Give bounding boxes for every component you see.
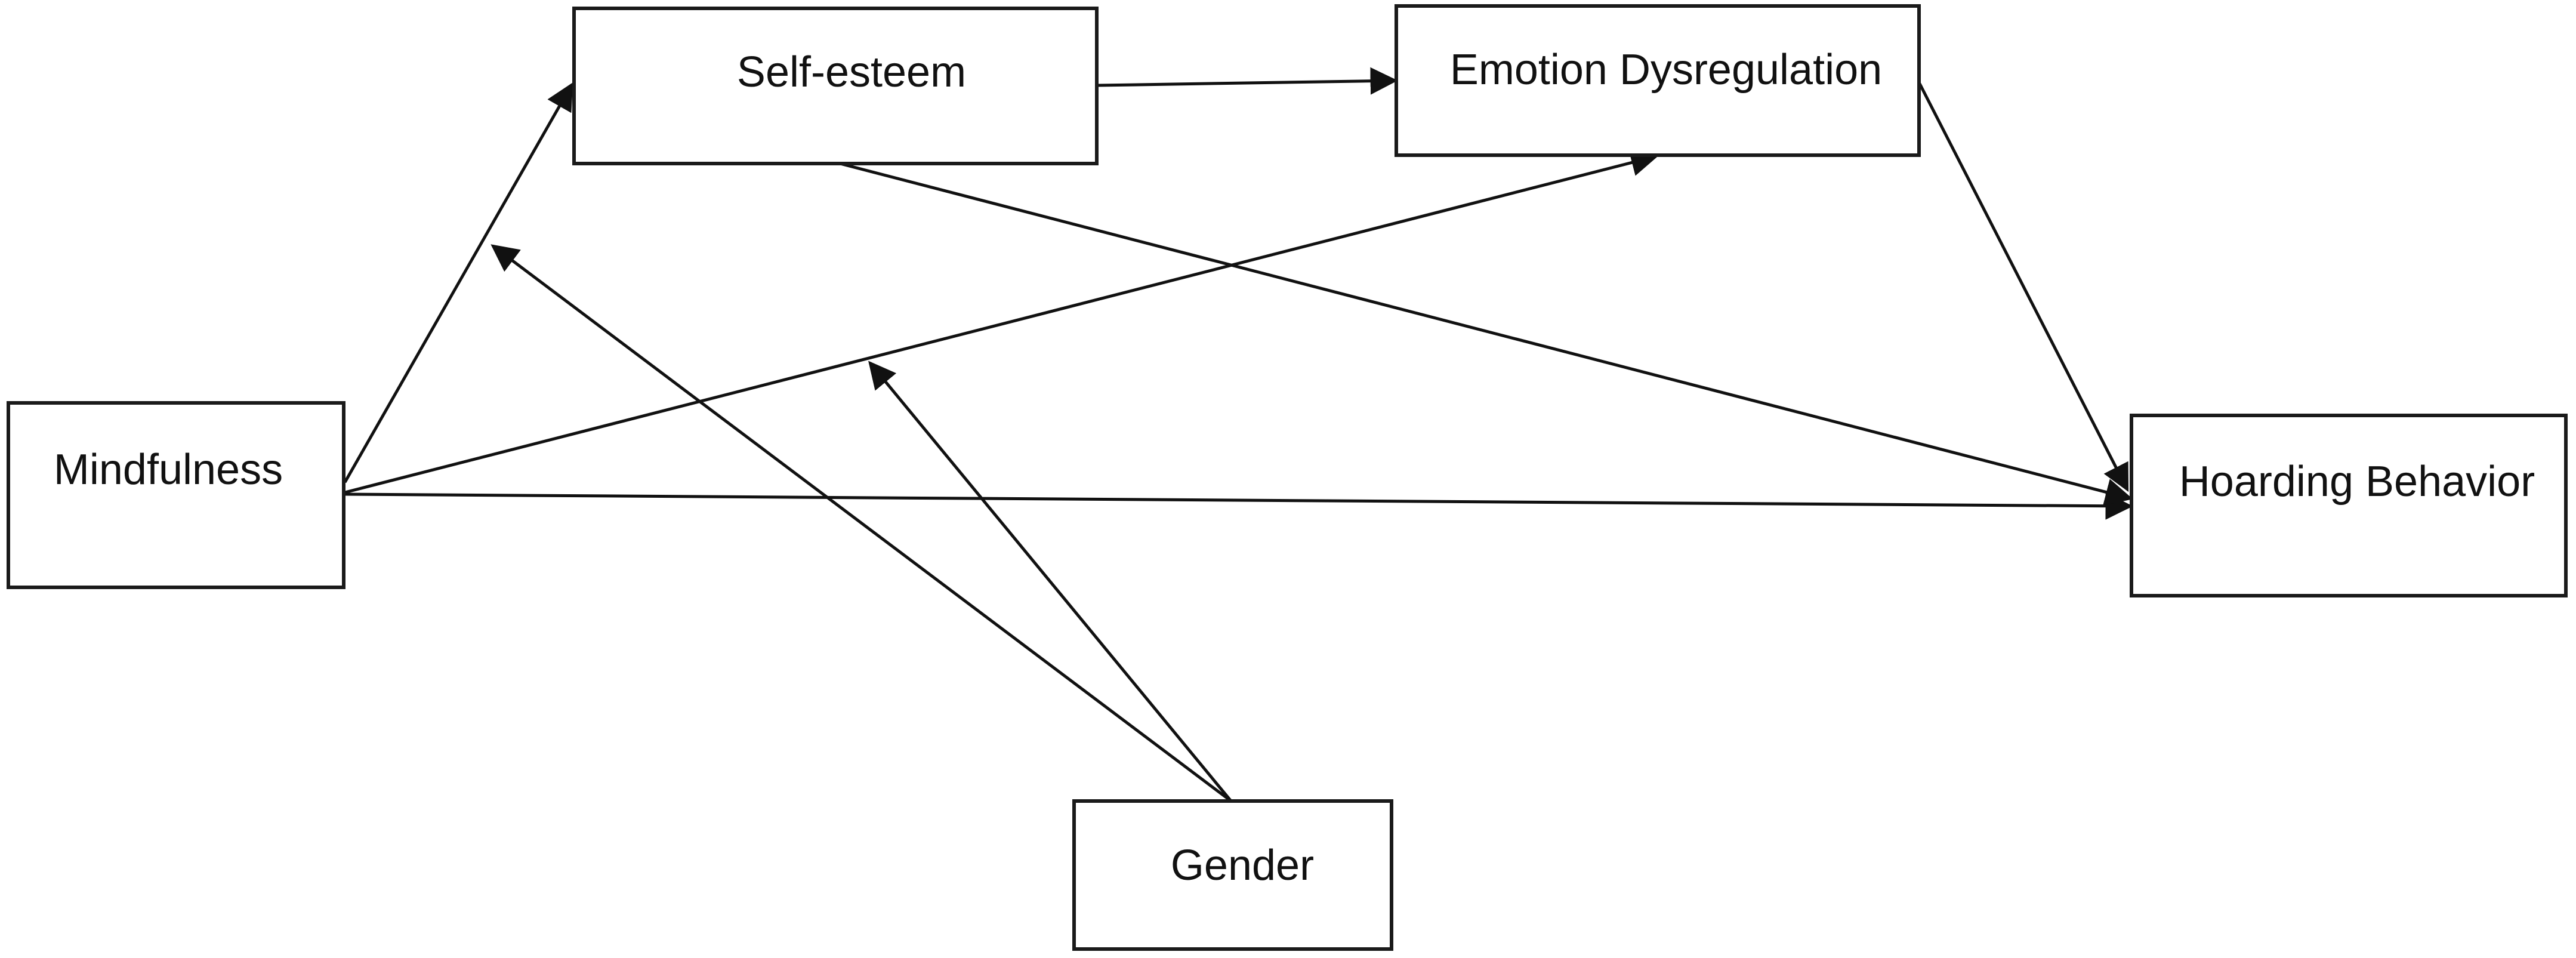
node-hoarding-behavior: Hoarding Behavior	[2130, 414, 2568, 597]
node-self-esteem: Self-esteem	[572, 7, 1099, 165]
edge-emotion-dysregulation-to-hoarding-behavior	[1918, 82, 2129, 492]
node-box	[1072, 799, 1393, 951]
edge-mindfulness-to-self-esteem	[343, 82, 573, 483]
node-box	[2130, 414, 2568, 597]
node-gender: Gender	[1072, 799, 1393, 951]
node-label: Hoarding Behavior	[2179, 458, 2535, 506]
edge-gender-moderates-self-esteem-path	[490, 244, 1232, 802]
node-box	[7, 401, 345, 589]
edge-gender-moderates-emotion-dysregulation-path	[868, 361, 1232, 802]
node-box	[572, 7, 1099, 165]
node-label: Gender	[1171, 842, 1314, 889]
node-label: Mindfulness	[54, 446, 283, 494]
node-label: Self-esteem	[737, 48, 966, 96]
edge-self-esteem-to-emotion-dysregulation	[1097, 67, 1398, 95]
edge-mindfulness-to-emotion-dysregulation	[344, 149, 1659, 494]
node-mindfulness: Mindfulness	[7, 401, 345, 589]
edges	[343, 67, 2133, 802]
edge-mindfulness-to-hoarding-behavior	[344, 492, 2133, 520]
node-label: Emotion Dysregulation	[1450, 46, 1882, 94]
edge-self-esteem-to-hoarding-behavior	[835, 161, 2133, 506]
node-box	[1395, 4, 1921, 157]
node-emotion-dysregulation: Emotion Dysregulation	[1395, 4, 1921, 157]
